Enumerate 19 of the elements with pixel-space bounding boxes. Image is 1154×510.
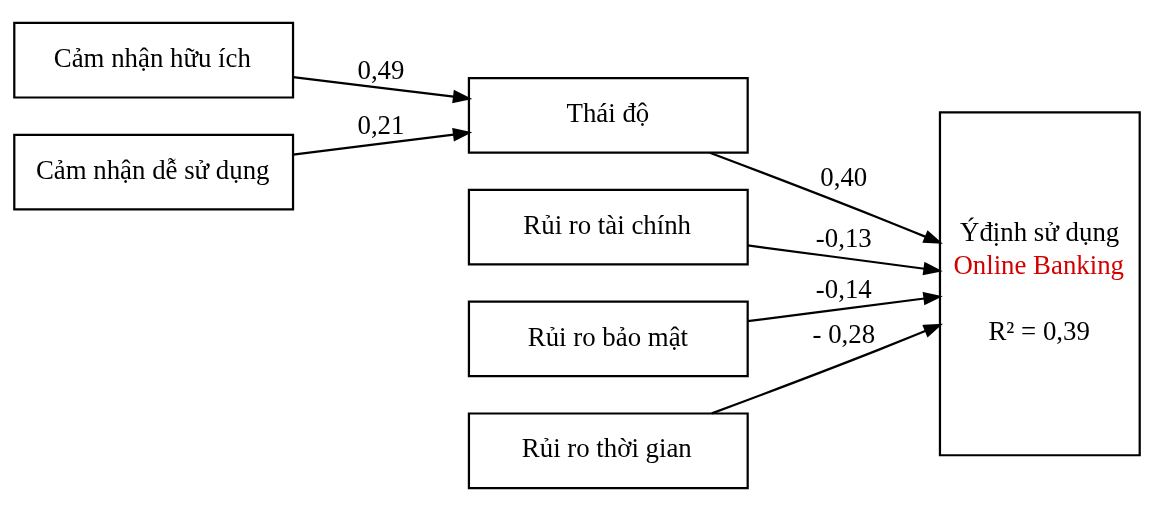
arrow [293,75,473,103]
edge-label: -0,14 [815,273,872,304]
arrow [293,127,473,156]
edge-label: 0,40 [820,161,868,192]
edge-label: 0,21 [357,109,405,140]
node-box: Ýđịnh sử dụng Online Banking R² = 0,39 [938,110,1141,456]
node-box: Thái độ [467,76,749,154]
node-box: Cảm nhận hữu ích [13,21,295,99]
edge-label: 0,49 [357,54,405,85]
arrow [747,291,943,322]
edge-label: - 0,28 [812,318,876,349]
node-box: Rủi ro bảo mật [467,300,749,377]
edge-label: -0,13 [815,222,872,253]
arrow [709,151,943,244]
arrow [747,243,943,275]
node-box: Rủi ro tài chính [467,188,749,266]
node-box: Cảm nhận dễ sử dụng [13,133,295,210]
node-box: Rủi ro thời gian [467,411,749,489]
arrow [711,323,943,414]
